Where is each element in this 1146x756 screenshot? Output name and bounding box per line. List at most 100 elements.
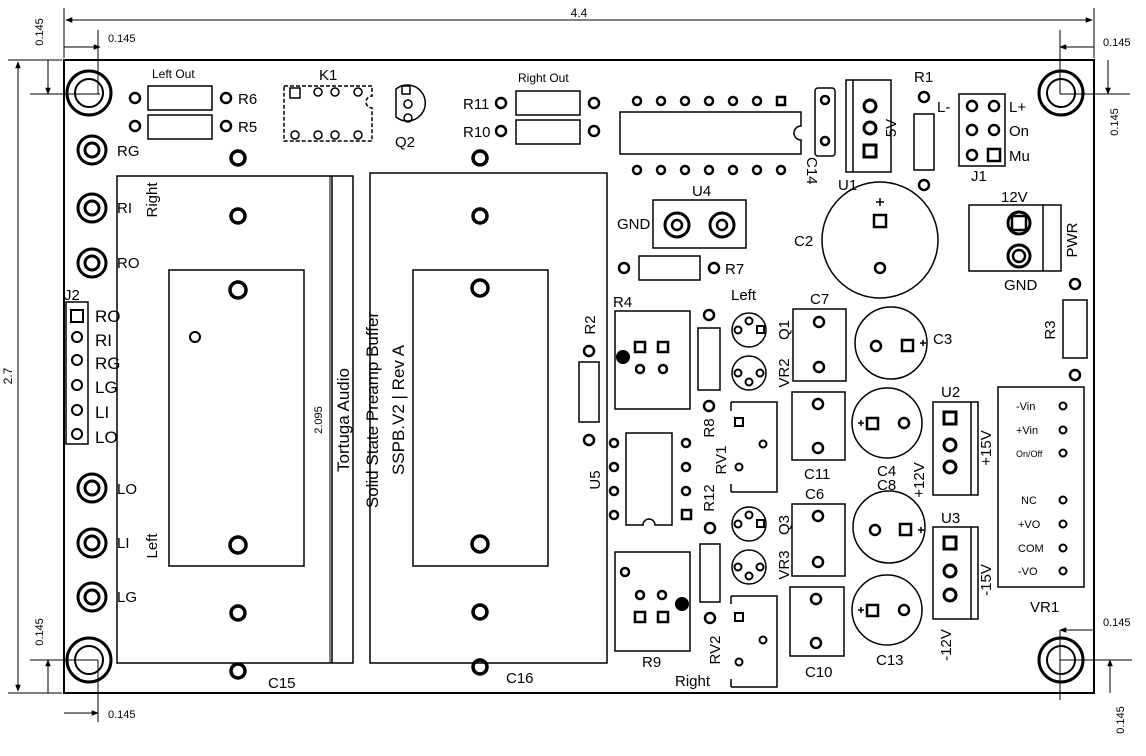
label-on: On xyxy=(1009,123,1029,140)
label-l-minus: L- xyxy=(937,99,950,116)
ref-c3: C3 xyxy=(933,331,952,348)
c7-capacitor xyxy=(792,308,847,382)
ref-vr2: VR2 xyxy=(776,358,793,387)
ref-j2: J2 xyxy=(64,287,80,304)
dim-hole-top-right-x: 0.145 xyxy=(1103,37,1131,49)
label-l-plus: L+ xyxy=(1009,99,1026,116)
c13-capacitor xyxy=(851,574,923,646)
r9-trimpot xyxy=(614,551,691,652)
j2-header xyxy=(65,301,89,445)
jack-label-rg: RG xyxy=(117,143,140,160)
ref-r1: R1 xyxy=(914,69,933,86)
vr3-regulator xyxy=(731,549,767,585)
ref-r6: R6 xyxy=(238,91,257,108)
label-pwr: PWR xyxy=(1064,222,1081,257)
board-title-line1: Tortuga Audio xyxy=(334,368,353,472)
vr1-pin-2: On/Off xyxy=(1016,449,1043,459)
ref-r7: R7 xyxy=(725,261,744,278)
mounting-hole-top-right xyxy=(1037,69,1085,117)
ref-r8: R8 xyxy=(701,418,718,437)
rv1-trimpot xyxy=(730,401,778,493)
dim-hole-top-right-y: 0.145 xyxy=(1109,108,1121,136)
jack-label-lo: LO xyxy=(117,481,137,498)
j2-pin-4: LI xyxy=(95,403,109,422)
c14-capacitor xyxy=(814,87,836,157)
c16-capacitor xyxy=(369,172,608,664)
c8-capacitor xyxy=(852,490,926,564)
jack-label-lg: LG xyxy=(117,589,137,606)
gnd-terminal xyxy=(652,199,747,249)
dim-hole-bottom-right-x: 0.145 xyxy=(1103,617,1131,629)
ref-r2: R2 xyxy=(582,315,599,334)
board-title-line3: SSPB.V2 | Rev A xyxy=(389,344,408,475)
mounting-hole-bottom-right xyxy=(1037,636,1085,684)
dim-hole-bottom-left-x: 0.145 xyxy=(108,709,136,721)
ref-u1: U1 xyxy=(838,177,857,194)
label-5v: 5V xyxy=(883,119,900,137)
ref-u4: U4 xyxy=(692,183,711,200)
j1-header xyxy=(958,93,1006,167)
ref-r3: R3 xyxy=(1042,320,1059,339)
board-outline xyxy=(63,59,1095,694)
ref-r4: R4 xyxy=(613,294,632,311)
ref-r9: R9 xyxy=(642,654,661,671)
ref-c14: C14 xyxy=(803,157,820,185)
label-plus15: +15V xyxy=(978,430,995,465)
ref-u2: U2 xyxy=(941,384,960,401)
ref-rv2: RV2 xyxy=(707,636,724,665)
jack-label-li: LI xyxy=(117,535,130,552)
c6-capacitor xyxy=(791,503,846,577)
vr1-pin-0: -Vin xyxy=(1016,401,1035,413)
q2-transistor xyxy=(395,84,426,123)
ref-k1: K1 xyxy=(319,67,337,84)
mounting-holes xyxy=(65,69,1085,684)
u3-regulator xyxy=(932,526,979,620)
ref-j1: J1 xyxy=(971,168,987,185)
q1-transistor xyxy=(731,312,767,348)
ref-c4: C4 xyxy=(877,463,896,480)
vr1-pin-6: -VO xyxy=(1018,566,1038,578)
j2-pin-5: LO xyxy=(95,428,118,447)
board-title-line2: Solid State Preamp Buffer xyxy=(363,312,382,509)
c3-capacitor xyxy=(854,306,928,380)
u4-ic xyxy=(619,111,802,155)
j2-pin-3: LG xyxy=(95,378,118,397)
ref-c8: C8 xyxy=(877,477,896,494)
q3-transistor xyxy=(731,506,767,542)
label-minus15: -15V xyxy=(978,564,995,596)
label-right-out: Right Out xyxy=(518,71,569,85)
jack-label-ri: RI xyxy=(117,200,132,217)
ref-c11: C11 xyxy=(804,466,830,483)
label-left-side: Left xyxy=(144,533,161,559)
ref-r12: R12 xyxy=(701,484,718,512)
ref-u3: U3 xyxy=(941,510,960,527)
mounting-hole-bottom-left xyxy=(65,636,113,684)
j2-pin-2: RG xyxy=(95,354,121,373)
label-right-bottom: Right xyxy=(675,673,711,690)
label-mu: Mu xyxy=(1009,148,1030,165)
label-gnd-pwr: GND xyxy=(1004,277,1038,294)
c4-capacitor xyxy=(851,387,923,459)
ref-c10: C10 xyxy=(805,664,833,681)
ref-q2: Q2 xyxy=(395,134,415,151)
vr1-pin-4: +VO xyxy=(1018,519,1041,531)
c2-capacitor xyxy=(821,181,939,299)
ref-r10: R10 xyxy=(463,124,491,141)
j2-pin-0: RO xyxy=(95,307,121,326)
ref-c13: C13 xyxy=(876,652,904,669)
mounting-hole-top-left xyxy=(65,69,113,117)
dim-hole-bottom-left-y: 0.145 xyxy=(34,618,46,646)
dim-width-label: 4.4 xyxy=(571,6,588,20)
k1-relay xyxy=(283,85,373,142)
dim-hole-top-left-y: 0.145 xyxy=(34,18,46,46)
r4-trimpot xyxy=(614,310,691,410)
label-right-side: Right xyxy=(144,182,161,218)
dim-hole-top-left-x: 0.145 xyxy=(108,33,136,45)
vr1-module xyxy=(997,386,1085,588)
ref-rv1: RV1 xyxy=(713,446,730,475)
dim-inner-label: 2.095 xyxy=(313,406,325,434)
ref-vr1: VR1 xyxy=(1030,599,1059,616)
pwr-terminal xyxy=(968,204,1062,272)
ref-u5: U5 xyxy=(587,470,604,489)
